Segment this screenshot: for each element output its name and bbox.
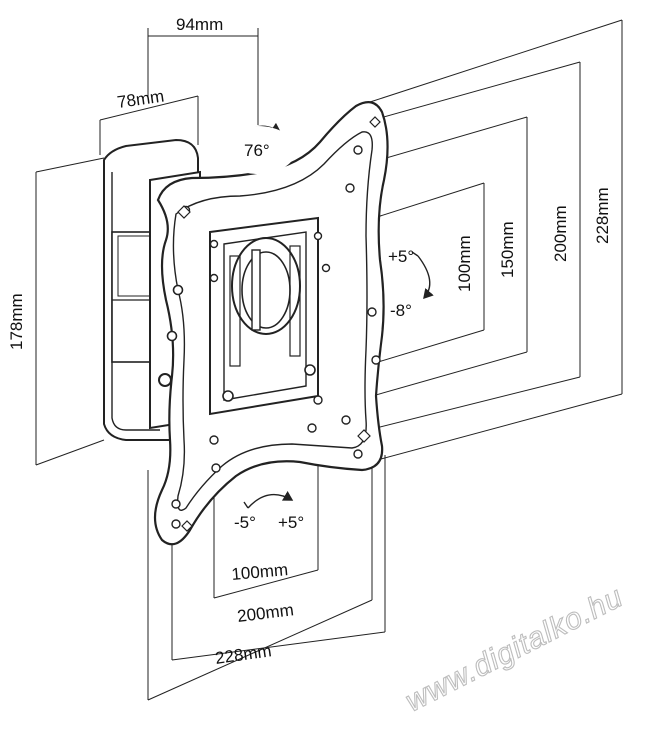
dim-depth: 78mm bbox=[116, 87, 165, 112]
dim-vesa-v-228: 228mm bbox=[593, 187, 612, 244]
angle-swivel-left: -5° bbox=[234, 513, 256, 532]
angle-swivel-right: +5° bbox=[278, 513, 304, 532]
angle-tilt-up: +5° bbox=[388, 247, 414, 266]
dim-top-width: 94mm bbox=[176, 15, 223, 34]
tilt-angle-backdrop bbox=[220, 126, 296, 174]
dim-vesa-v-100: 100mm bbox=[455, 235, 474, 292]
angle-tilt-down: -8° bbox=[390, 301, 412, 320]
dimension-labels: 94mm 78mm 76° 178mm 100mm 150mm 200mm 22… bbox=[7, 15, 612, 668]
angle-labels: +5° -8° -5° +5° bbox=[234, 247, 414, 532]
swivel-arc-bottom-icon bbox=[247, 490, 294, 509]
watermark: www.digitalko.hu bbox=[400, 580, 628, 718]
angle-tilt-rotation: 76° bbox=[244, 141, 270, 160]
dim-vesa-h-228: 228mm bbox=[214, 641, 273, 668]
dim-vesa-v-200: 200mm bbox=[551, 205, 570, 262]
dim-vesa-v-150: 150mm bbox=[498, 221, 517, 278]
dim-vesa-h-200: 200mm bbox=[236, 600, 295, 626]
dim-vesa-h-100: 100mm bbox=[231, 560, 289, 584]
dim-height-left: 178mm bbox=[7, 293, 26, 350]
vesa-bracket bbox=[153, 101, 389, 546]
tilt-arc-right-icon bbox=[417, 255, 434, 300]
